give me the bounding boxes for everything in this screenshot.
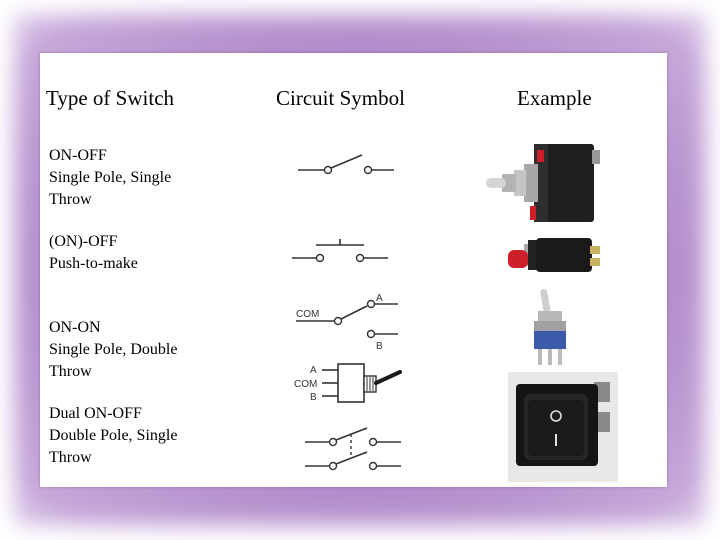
- b-label: B: [310, 392, 317, 403]
- row-line: Single Pole, Single: [49, 169, 172, 186]
- header-type-of-switch: Type of Switch: [46, 86, 175, 110]
- push-to-make-symbol: [292, 239, 388, 263]
- row-line: Throw: [49, 363, 92, 380]
- row-dual-on-off: Dual ON-OFF Double Pole, Single Throw: [49, 403, 177, 469]
- a-label: A: [310, 365, 317, 376]
- dpst-symbol: [305, 427, 401, 471]
- row-line: Throw: [49, 449, 92, 466]
- header-circuit-symbol: Circuit Symbol: [276, 86, 405, 110]
- b-label: B: [376, 341, 383, 352]
- row-line: Throw: [49, 191, 92, 208]
- spdt-symbol: COM A B: [296, 293, 398, 352]
- row-on-off: ON-OFF Single Pole, Single Throw: [49, 145, 171, 211]
- spst-symbol: [298, 154, 394, 175]
- com-label: COM: [296, 309, 319, 320]
- a-label: A: [376, 293, 383, 304]
- row-on-on: ON-ON Single Pole, Double Throw: [49, 317, 177, 383]
- mini-toggle-photo: [534, 288, 566, 365]
- header-example: Example: [517, 86, 592, 110]
- row-line: Dual ON-OFF: [49, 405, 142, 422]
- row-line: ON-OFF: [49, 147, 107, 164]
- com-label: COM: [294, 379, 317, 390]
- toggle-switch-photo: [486, 144, 600, 222]
- toggle-pictorial-symbol: A COM B: [294, 363, 402, 403]
- row-line: Double Pole, Single: [49, 427, 178, 444]
- row-line: Push-to-make: [49, 255, 138, 272]
- row-line: Single Pole, Double: [49, 341, 178, 358]
- row-on-off-push: (ON)-OFF Push-to-make: [49, 231, 138, 275]
- row-line: ON-ON: [49, 319, 101, 336]
- row-line: (ON)-OFF: [49, 233, 118, 250]
- rocker-switch-photo: [508, 372, 618, 482]
- push-button-photo: [508, 238, 600, 272]
